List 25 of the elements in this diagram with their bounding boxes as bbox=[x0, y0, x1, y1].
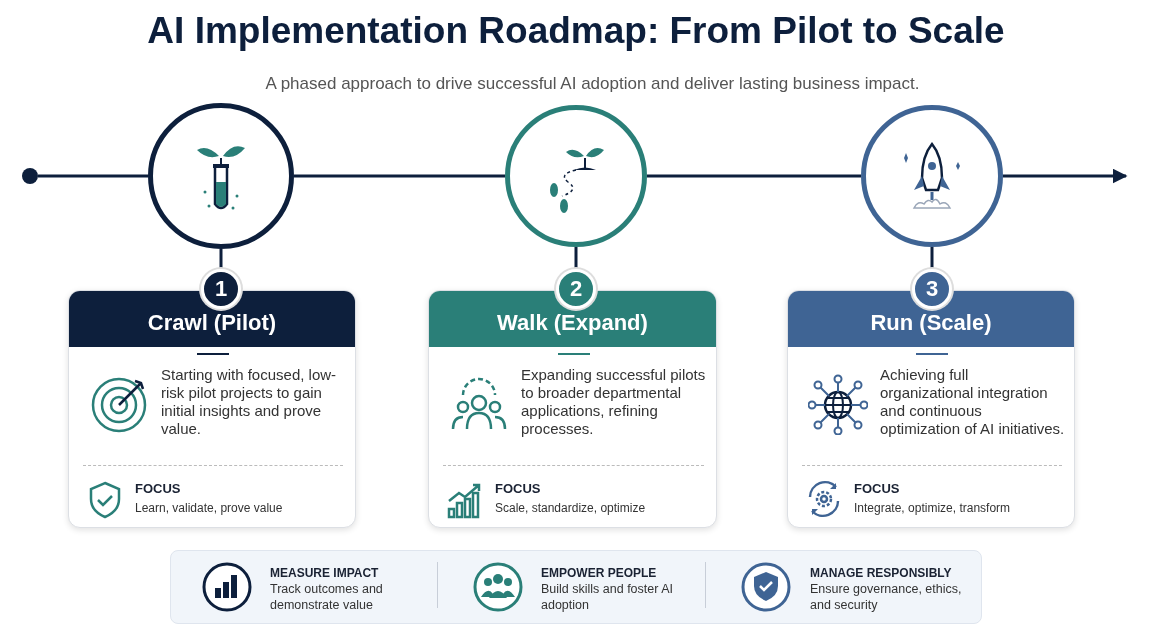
focus-text: Scale, standardize, optimize bbox=[495, 501, 646, 515]
focus-text: Learn, validate, prove value bbox=[135, 501, 283, 515]
focus-heading: FOCUS bbox=[135, 481, 181, 496]
benefit-text: Build skills and foster AI adoption bbox=[541, 581, 674, 613]
benefit-heading: EMPOWER PEOPLE bbox=[541, 565, 658, 581]
timeline-start-dot bbox=[22, 168, 38, 184]
focus-heading: FOCUS bbox=[495, 481, 541, 496]
connector-line bbox=[219, 249, 223, 269]
connector-line bbox=[574, 247, 578, 269]
timeline-arrow bbox=[1003, 168, 1128, 184]
card-description: Achieving full organizational integration and continuous optimization of AI initiatives. bbox=[880, 366, 1065, 438]
card-description: Expanding successful pilots to broader departmental applications, refining processes. bbox=[521, 366, 706, 438]
benefit-heading: MEASURE IMPACT bbox=[270, 565, 380, 581]
benefit-text: Ensure governance, ethics, and security bbox=[810, 581, 963, 613]
benefit-text: Track outcomes and demonstrate value bbox=[270, 581, 384, 613]
card-description: Starting with focused, low-risk pilot projects to gain initial insights and prove value. bbox=[161, 366, 338, 438]
benefit-heading: MANAGE RESPONSIBLY bbox=[810, 565, 953, 581]
connector-line bbox=[38, 174, 148, 178]
focus-text: Integrate, optimize, transform bbox=[854, 501, 1011, 515]
subtitle: A phased approach to drive successful AI adoption and deliver lasting business impact. bbox=[264, 76, 921, 92]
connector-line bbox=[930, 247, 934, 269]
focus-heading: FOCUS bbox=[854, 481, 900, 496]
connector-line bbox=[294, 174, 505, 178]
connector-line bbox=[647, 174, 861, 178]
title: AI Implementation Roadmap: From Pilot to Scale bbox=[146, 10, 1006, 52]
